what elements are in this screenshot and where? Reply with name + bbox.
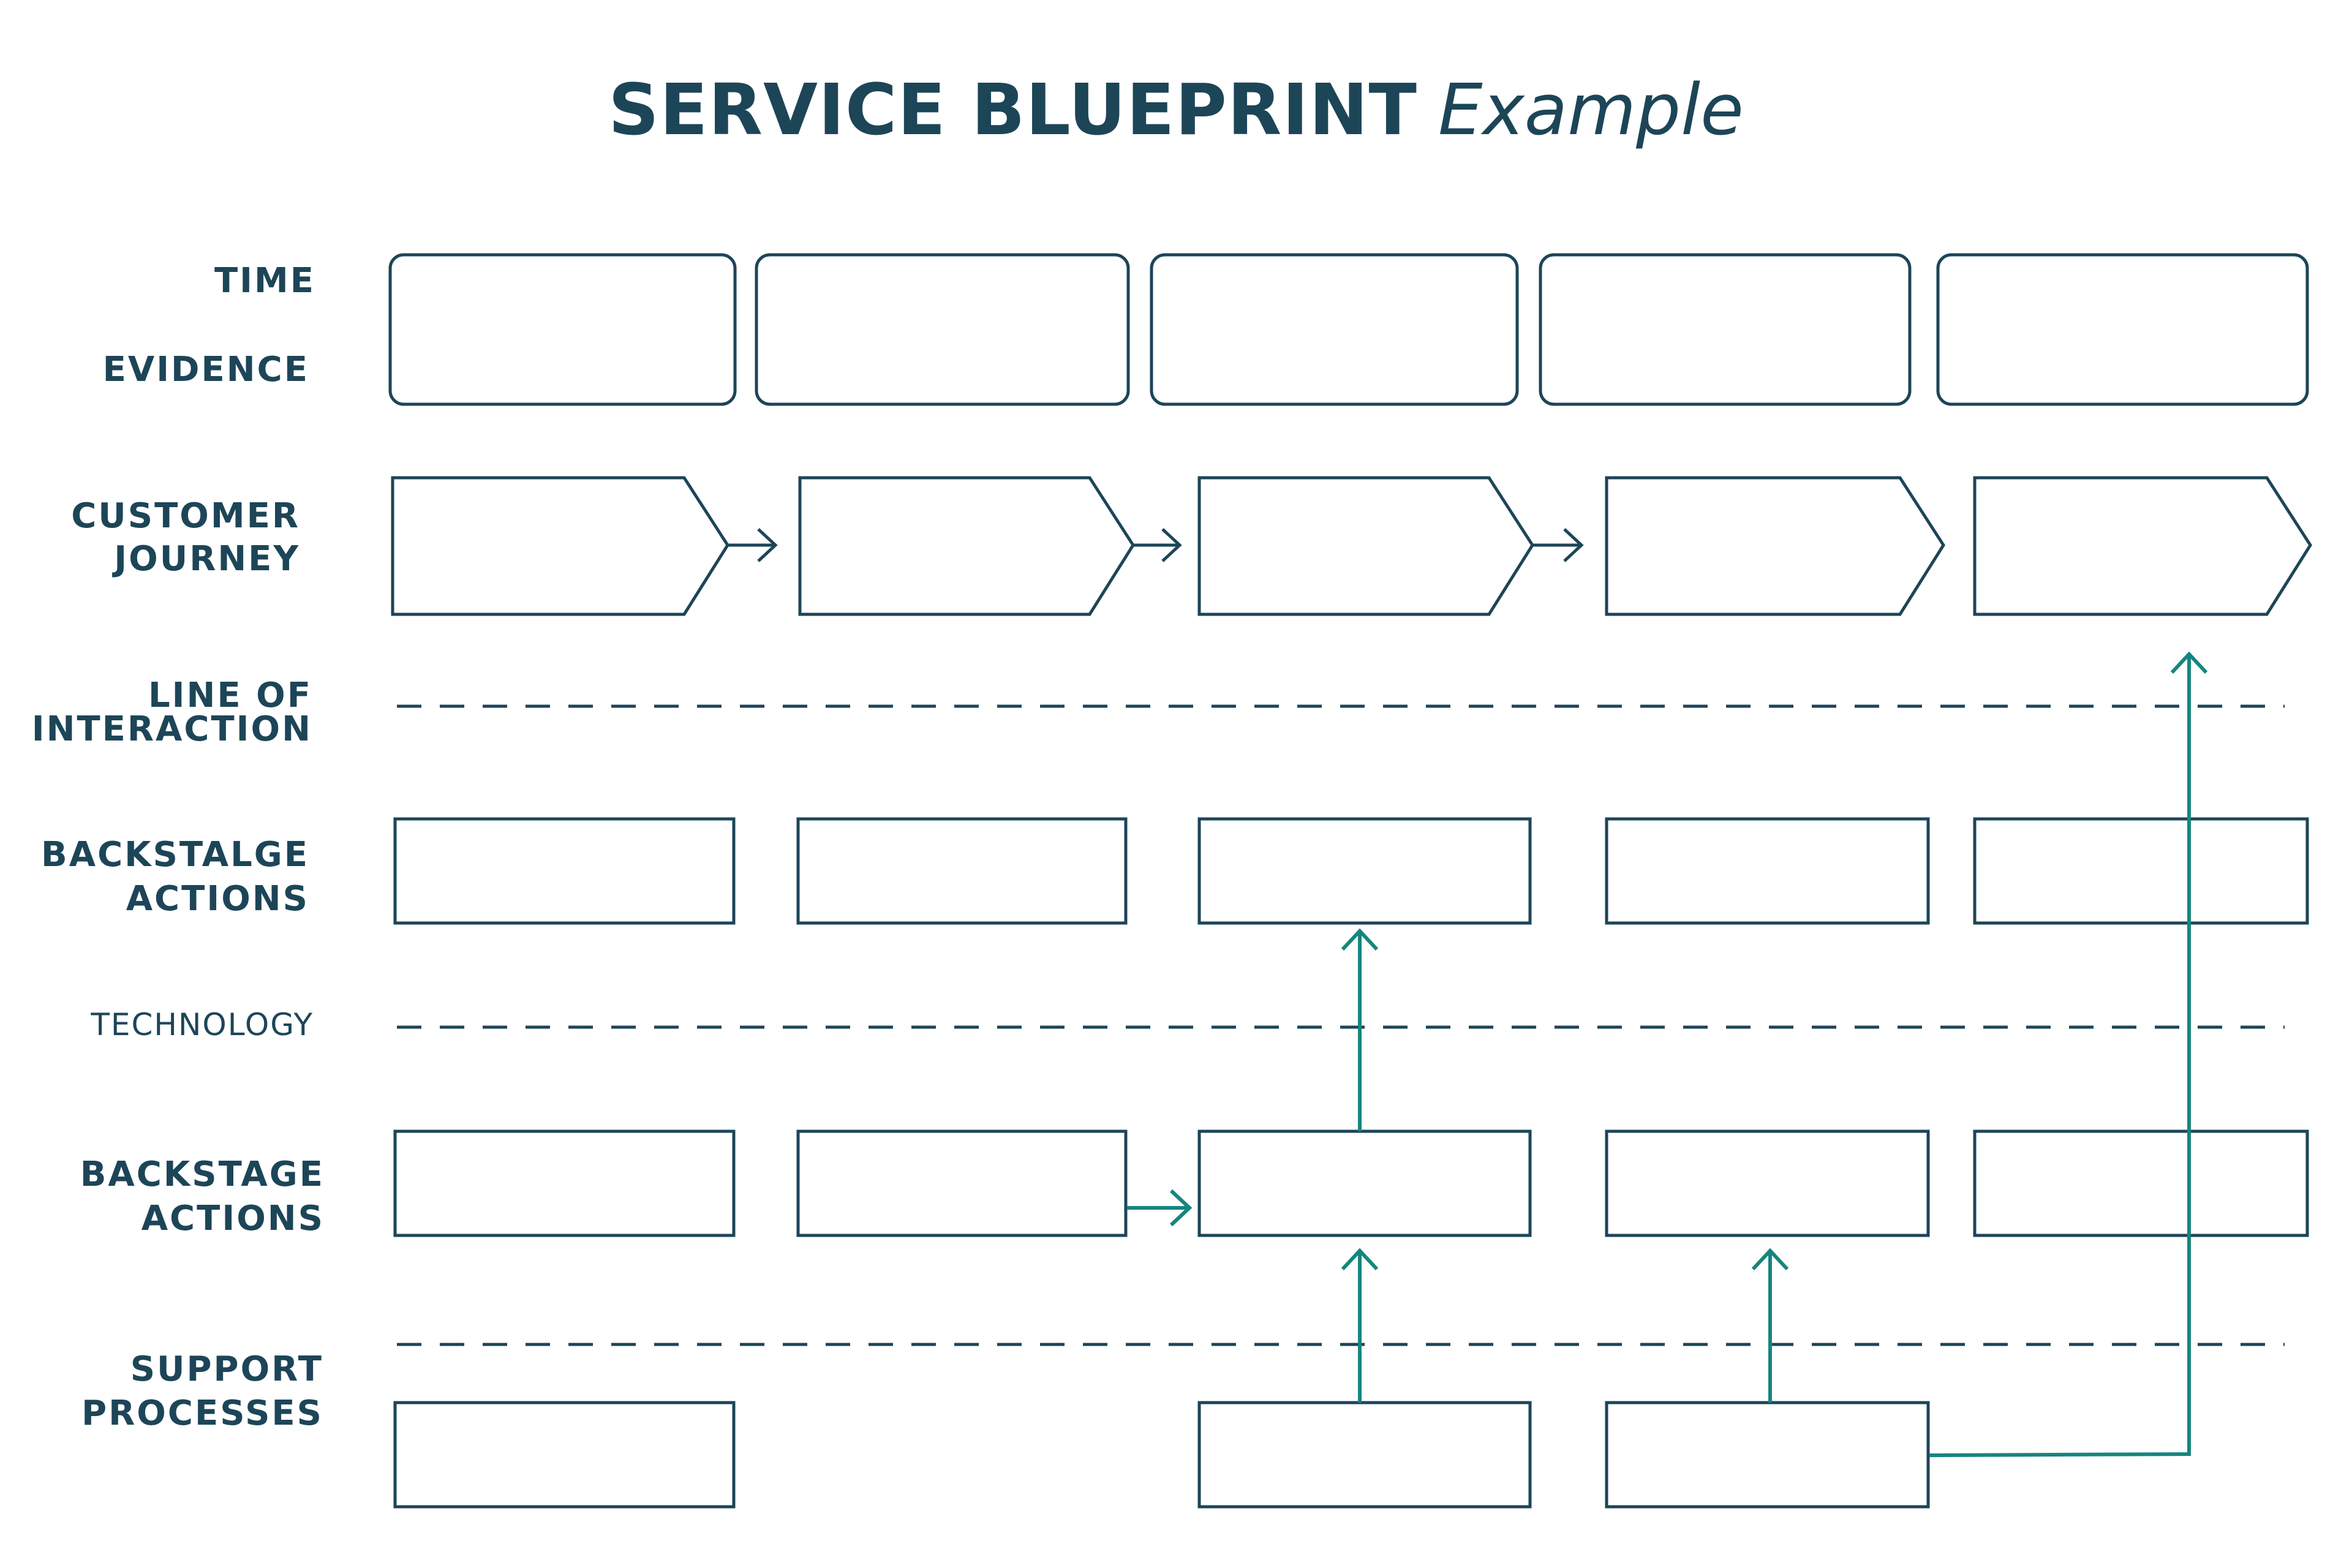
evidence-box-3 [1150, 253, 1519, 406]
flow-arrow-backstage-3-up [1341, 928, 1379, 1131]
lane-label-support-processes: SUPPORT PROCESSES [81, 1349, 323, 1433]
backstage-box-2 [796, 1129, 1128, 1237]
flow-arrow-support-4-up [1751, 1248, 1789, 1403]
evidence-box-2 [755, 253, 1130, 406]
title-main: SERVICE BLUEPRINT [608, 69, 1417, 151]
journey-step-5 [1973, 476, 2312, 616]
journey-arrow-3 [1532, 528, 1584, 562]
support-box-3 [1197, 1401, 1532, 1509]
backstalge-box-2 [796, 817, 1128, 925]
journey-arrow-2 [1133, 528, 1182, 562]
backstalge-box-1 [393, 817, 736, 925]
backstage-box-3 [1197, 1129, 1532, 1237]
lane-label-evidence: EVIDENCE [102, 350, 309, 390]
evidence-box-1 [388, 253, 737, 406]
backstage-box-5 [1973, 1129, 2309, 1237]
support-box-1 [393, 1401, 736, 1509]
evidence-box-5 [1936, 253, 2309, 406]
backstage-box-1 [393, 1129, 736, 1237]
title-suffix: Example [1438, 69, 1744, 151]
lane-label-technology: TECHNOLOGY [91, 1007, 314, 1042]
journey-step-2 [798, 476, 1135, 616]
lane-label-customer-journey: CUSTOMER JOURNEY [71, 496, 300, 579]
evidence-box-4 [1539, 253, 1912, 406]
lane-label-backstage-actions: BACKSTAGE ACTIONS [80, 1155, 325, 1238]
backstalge-box-3 [1197, 817, 1532, 925]
journey-step-1 [391, 476, 729, 616]
journey-step-3 [1197, 476, 1534, 616]
lane-label-backstalge-actions: BACKSTALGE ACTIONS [41, 835, 309, 919]
diagram-title: SERVICE BLUEPRINT Example [0, 64, 2352, 156]
support-box-4 [1605, 1401, 1930, 1509]
lane-label-time: TIME [214, 261, 315, 301]
lane-label-line-of-interaction: LINE OF INTERACTION [31, 676, 312, 749]
flow-arrow-support-3-up [1341, 1248, 1379, 1403]
journey-step-4 [1605, 476, 1945, 616]
backstalge-box-5 [1973, 817, 2309, 925]
flow-arrow-support-4-to-journey-5 [1929, 651, 2208, 1457]
journey-arrow-1 [728, 528, 778, 562]
backstage-box-4 [1605, 1129, 1930, 1237]
backstalge-box-4 [1605, 817, 1930, 925]
flow-arrow-backstage-2-to-3 [1127, 1189, 1193, 1227]
